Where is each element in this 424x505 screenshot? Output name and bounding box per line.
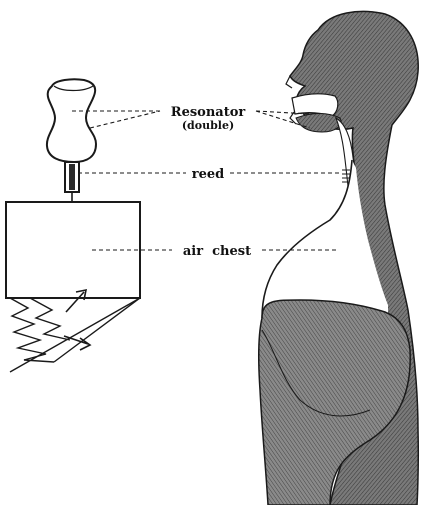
mouth-cavity [292, 94, 338, 116]
resonator-label: Resonator [171, 105, 246, 120]
instrument-model [6, 79, 140, 372]
reed-tube-core [69, 164, 75, 190]
resonator-sublabel: (double) [182, 119, 234, 132]
reed-label: reed [192, 167, 224, 182]
resonator-bulb [47, 79, 96, 162]
bellows [10, 298, 140, 372]
human-figure [259, 11, 419, 505]
tongue [296, 114, 341, 133]
air-chest-label: air chest [183, 244, 251, 259]
air-chest-box [6, 202, 140, 298]
leader-resonator-left-lower [90, 111, 160, 128]
